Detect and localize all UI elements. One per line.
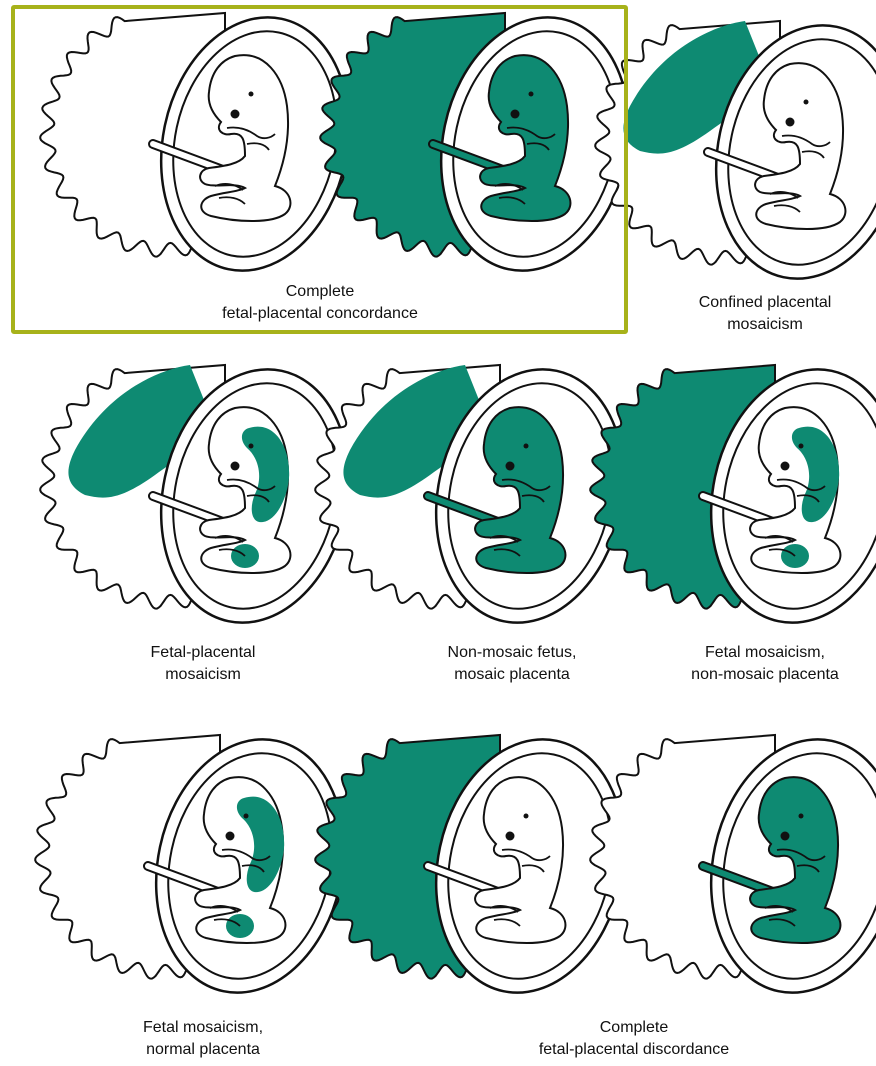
caption-fetal-mosaicism-normal-placenta: Fetal mosaicism, normal placenta <box>143 1017 263 1061</box>
caption-fetal-placental-mosaicism: Fetal-placental mosaicism <box>151 642 256 686</box>
fetal-ear <box>799 444 804 449</box>
caption-confined-placental-mosaicism: Confined placental mosaicism <box>699 292 832 336</box>
fetal-ear <box>244 814 249 819</box>
fetal-ear <box>804 100 809 105</box>
fetal-ear <box>249 444 254 449</box>
fetal-eye <box>506 832 515 841</box>
fetal-eye <box>231 462 240 471</box>
fetal-eye <box>506 462 515 471</box>
fetal-eye <box>781 832 790 841</box>
caption-complete-concordance: Complete fetal-placental concordance <box>222 281 418 325</box>
fetal-eye <box>781 462 790 471</box>
fetal-eye <box>786 118 795 127</box>
fetal-ear <box>524 814 529 819</box>
panel-fetal-mosaicism-normal-placenta <box>35 722 366 1011</box>
panel-confined-placental-mosaicism <box>595 8 876 297</box>
caption-complete-discordance: Complete fetal-placental discordance <box>539 1017 729 1061</box>
fetal-eye <box>226 832 235 841</box>
panel-complete-discordance-abnormal-fetus <box>590 722 876 1011</box>
fetal-ear <box>799 814 804 819</box>
caption-fetal-mosaicism-non-mosaic-placenta: Fetal mosaicism, non-mosaic placenta <box>691 642 839 686</box>
caption-non-mosaic-fetus: Non-mosaic fetus, mosaic placenta <box>448 642 577 686</box>
fetal-ear <box>524 444 529 449</box>
panel-fetal-mosaicism-non-mosaic-placenta <box>590 352 876 641</box>
